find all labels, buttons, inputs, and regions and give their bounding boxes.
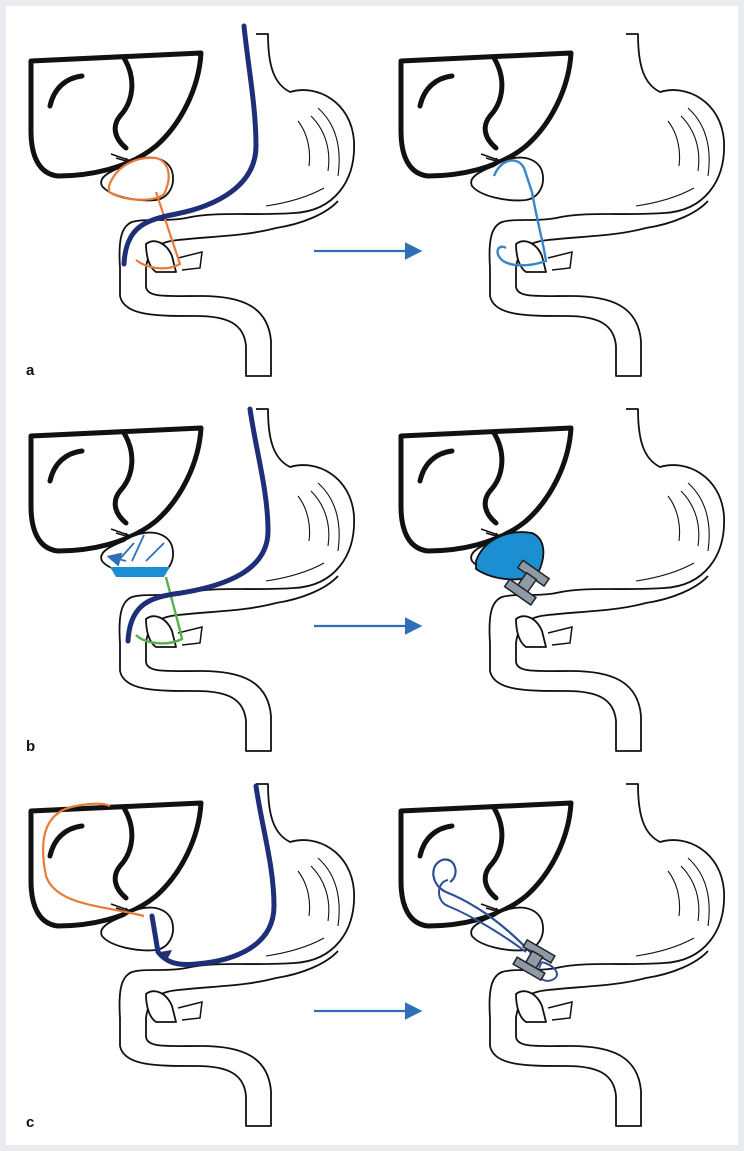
panel-b-before [31,406,354,751]
panel-label-b: b [26,738,36,755]
panel-a-after [401,34,724,376]
panel-label-a: a [26,362,35,379]
panel-c-before [31,784,354,1126]
panel-a-before [31,23,354,376]
panel-b-after [401,409,724,751]
figure-panel: a b c [6,6,738,1145]
panel-label-c: c [26,1114,35,1131]
anatomy-diagram [6,23,738,1145]
panel-c-after [401,784,724,1126]
